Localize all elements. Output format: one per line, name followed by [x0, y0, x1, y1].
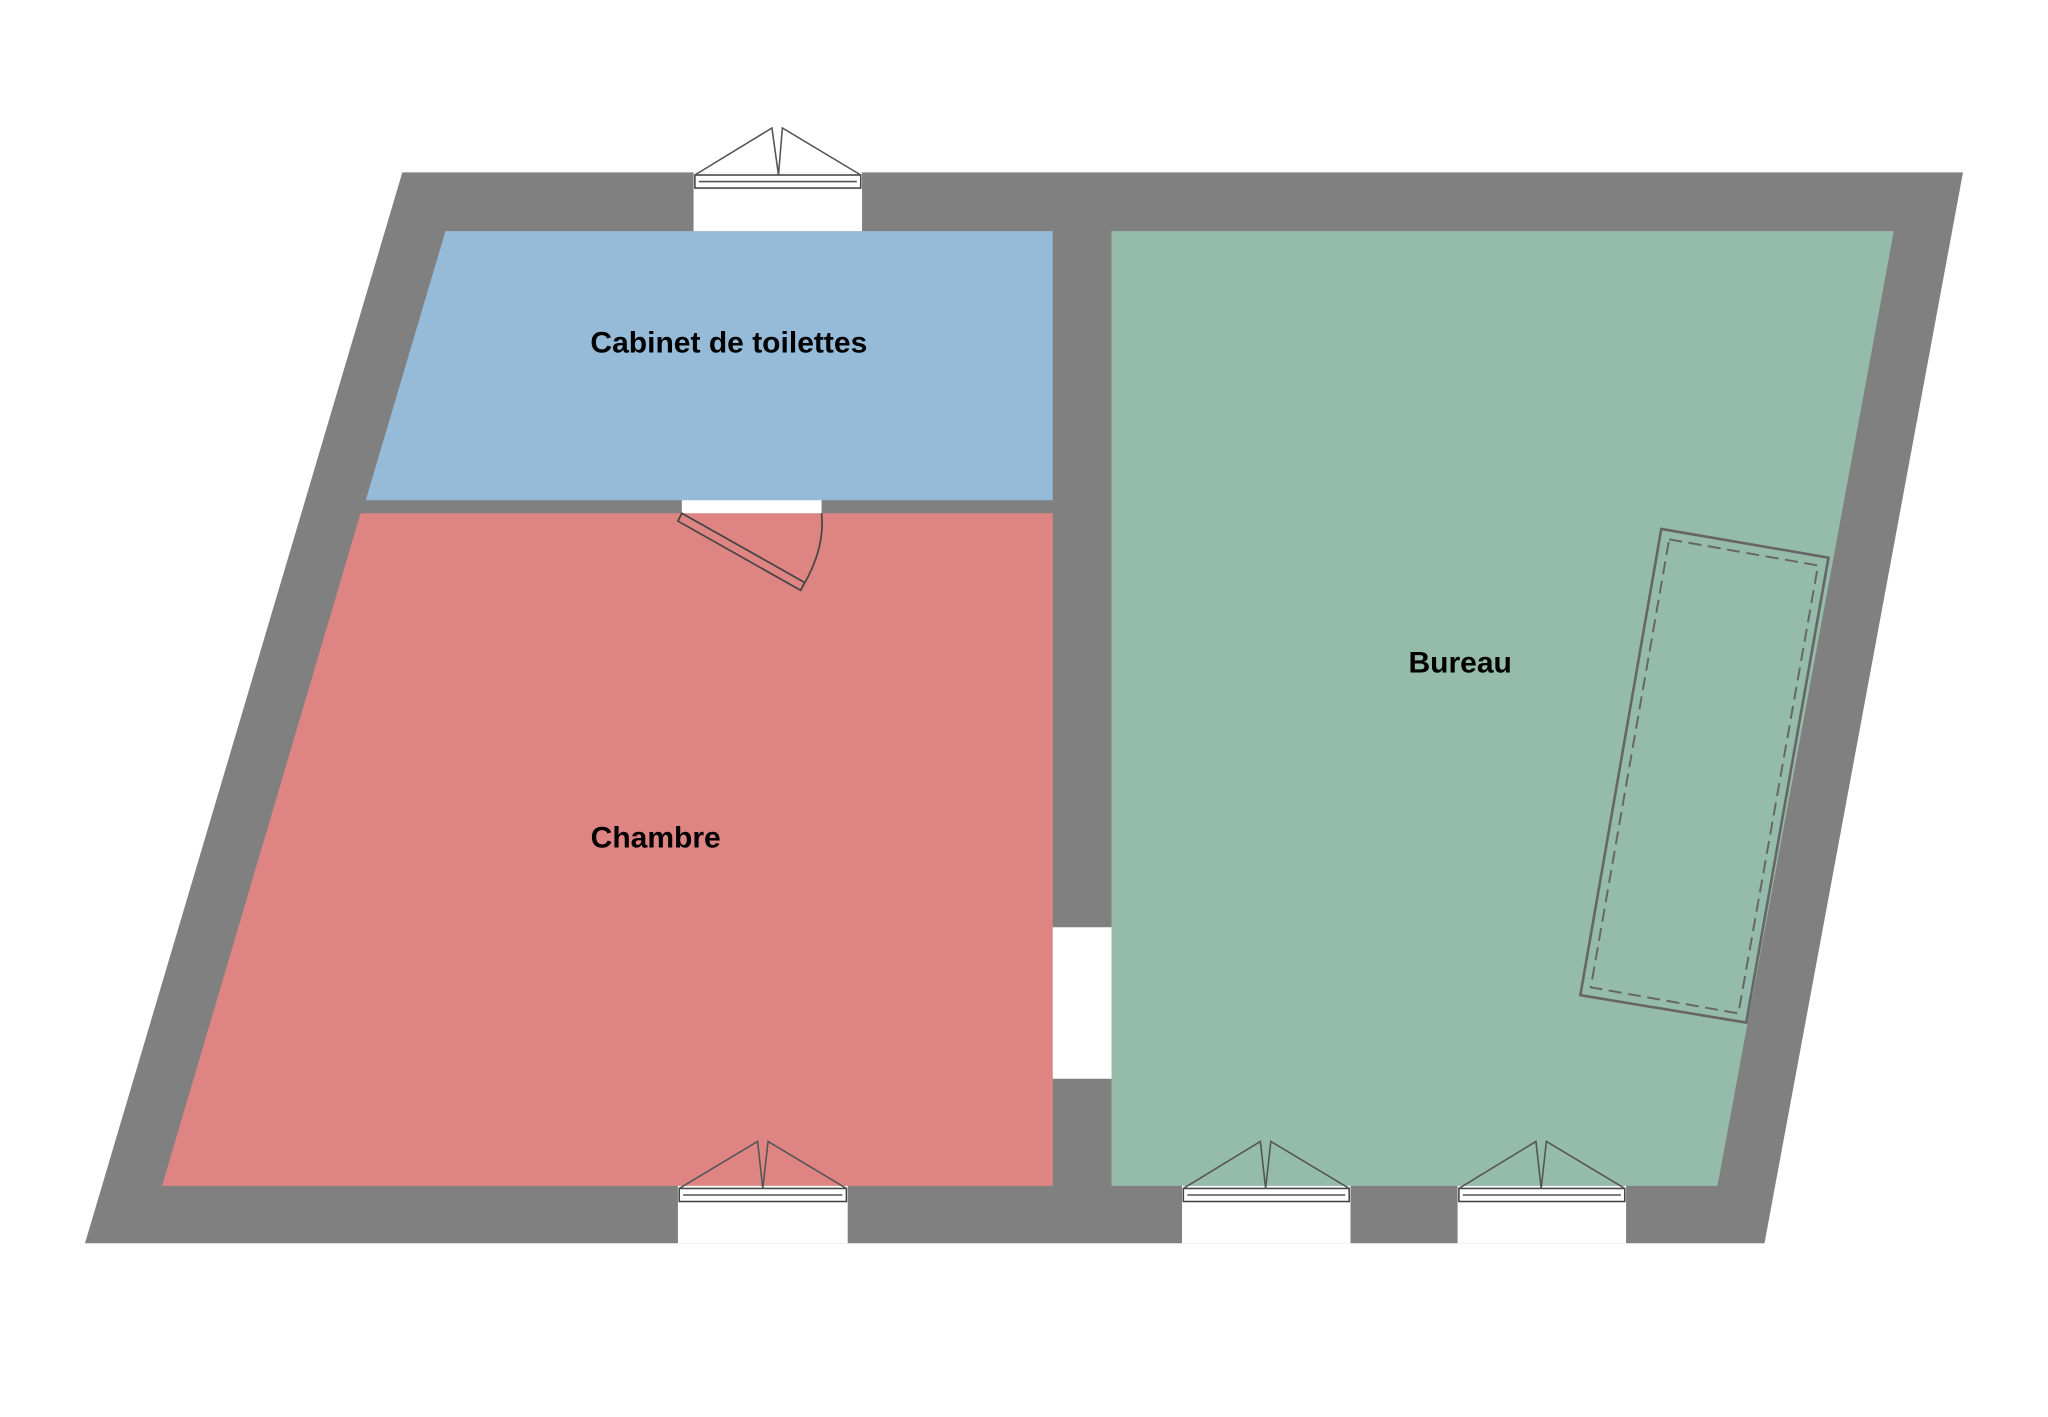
door[interactable] — [676, 500, 823, 592]
room-label-cabinet: Cabinet de toilettes — [590, 327, 867, 360]
window-top[interactable] — [693, 126, 863, 232]
room-bureau[interactable] — [1111, 231, 1894, 1186]
skylight[interactable] — [1578, 527, 1831, 1025]
window-chambre[interactable] — [677, 1140, 848, 1244]
room-cabinet-de-toilettes[interactable] — [365, 231, 1053, 501]
room-label-chambre: Chambre — [591, 822, 721, 855]
window-bureau-right[interactable] — [1457, 1140, 1627, 1244]
window-bureau-left[interactable] — [1182, 1140, 1351, 1244]
room-chambre[interactable] — [162, 513, 1053, 1186]
room-label-bureau: Bureau — [1408, 647, 1511, 680]
wall-opening — [1052, 927, 1112, 1079]
